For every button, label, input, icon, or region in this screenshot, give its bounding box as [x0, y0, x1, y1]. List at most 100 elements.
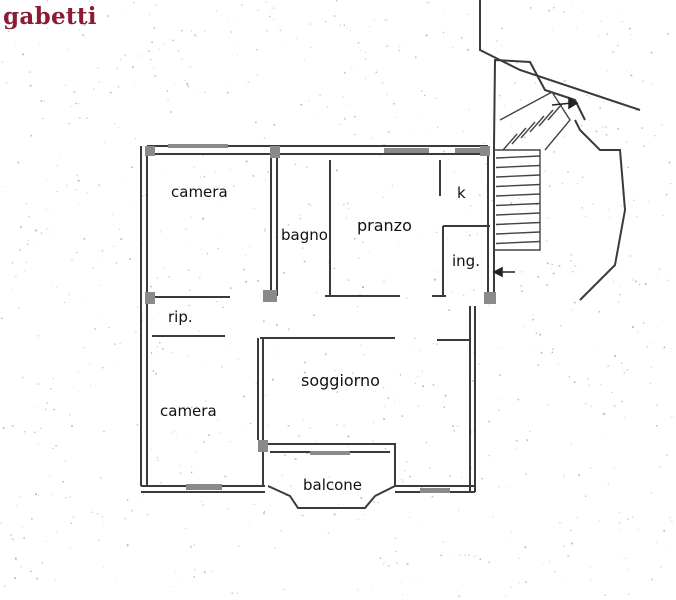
speckle [11, 262, 14, 264]
speckle [470, 205, 472, 207]
speckle [383, 281, 385, 283]
speckle [634, 291, 636, 293]
speckle [343, 24, 346, 26]
speckle [215, 301, 217, 303]
speckle [467, 13, 469, 15]
speckle [545, 134, 547, 135]
speckle [417, 405, 419, 407]
speckle [230, 345, 232, 347]
speckle [117, 86, 120, 88]
speckle [82, 34, 84, 36]
speckle [327, 532, 330, 534]
speckle [238, 359, 239, 360]
speckle [204, 30, 206, 32]
speckle [418, 577, 420, 579]
speckle [663, 346, 666, 349]
speckle [230, 31, 232, 33]
speckle [332, 483, 334, 485]
speckle [584, 216, 586, 218]
speckle [295, 373, 297, 375]
speckle [124, 517, 127, 520]
speckle [646, 346, 649, 348]
speckle [272, 7, 275, 9]
speckle [167, 100, 169, 102]
speckle [621, 421, 623, 423]
speckle [62, 480, 64, 483]
speckle [444, 394, 447, 397]
speckle [563, 545, 565, 547]
speckle [160, 482, 162, 484]
speckle [173, 431, 175, 433]
speckle [453, 171, 455, 173]
speckle [547, 217, 549, 219]
speckle [316, 292, 318, 294]
speckle [402, 594, 403, 595]
speckle [64, 302, 66, 303]
speckle [457, 590, 458, 592]
speckle [498, 486, 500, 488]
speckle [553, 570, 556, 573]
speckle [656, 276, 658, 278]
speckle [333, 488, 335, 491]
speckle [558, 363, 559, 365]
speckle [181, 30, 183, 32]
speckle [358, 365, 359, 366]
speckle [231, 592, 233, 594]
speckle [468, 109, 470, 111]
speckle [198, 330, 200, 332]
speckle [403, 469, 406, 472]
speckle [126, 499, 129, 501]
speckle [153, 27, 156, 29]
speckle [511, 125, 513, 127]
speckle [7, 30, 10, 32]
speckle [174, 82, 176, 84]
speckle [461, 476, 462, 478]
speckle [502, 184, 504, 186]
speckle [299, 217, 302, 220]
speckle [203, 571, 206, 574]
speckle [591, 203, 593, 205]
speckle [395, 550, 397, 553]
speckle [383, 418, 385, 420]
speckle [46, 228, 48, 230]
speckle [357, 42, 360, 44]
speckle [50, 388, 52, 390]
speckle [516, 448, 518, 449]
speckle [420, 238, 421, 239]
speckle [84, 36, 86, 38]
speckle [102, 367, 104, 369]
pillar-right [484, 292, 496, 304]
speckle [372, 440, 374, 442]
speckle [613, 280, 615, 283]
speckle [626, 71, 627, 72]
speckle [466, 212, 468, 214]
window-camera-bottom [186, 484, 222, 490]
speckle [372, 500, 375, 503]
speckle [257, 280, 259, 282]
speckle [417, 114, 419, 116]
speckle [199, 277, 201, 279]
speckle [227, 282, 229, 283]
speckle [172, 39, 175, 42]
speckle [621, 362, 623, 364]
speckle [467, 347, 468, 349]
speckle [274, 547, 276, 549]
speckle [636, 215, 638, 217]
speckle [202, 509, 204, 510]
speckle [263, 512, 265, 514]
speckle [96, 512, 99, 515]
speckle [453, 429, 456, 432]
speckle [550, 161, 551, 162]
speckle [381, 81, 384, 84]
speckle [598, 36, 600, 37]
speckle [354, 237, 356, 240]
speckle [650, 366, 652, 368]
speckle [94, 328, 96, 330]
speckle [510, 531, 512, 532]
stair-outer [479, 0, 641, 111]
speckle [245, 160, 248, 163]
speckle [649, 382, 652, 384]
stair-step [495, 212, 541, 216]
speckle [221, 366, 223, 368]
speckle [539, 333, 541, 336]
